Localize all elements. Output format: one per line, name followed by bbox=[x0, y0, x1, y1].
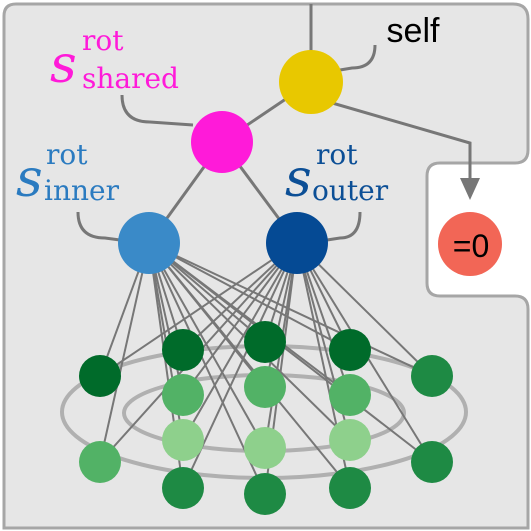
fan-edge bbox=[182, 242, 298, 396]
inner-node bbox=[118, 212, 180, 274]
fan-edge bbox=[148, 242, 433, 463]
svg-text:s: s bbox=[50, 35, 77, 95]
svg-text:rot: rot bbox=[316, 138, 358, 171]
leader-inner bbox=[76, 211, 121, 242]
leaf-node bbox=[162, 419, 204, 461]
svg-text:inner: inner bbox=[44, 174, 120, 207]
svg-text:s: s bbox=[285, 149, 312, 209]
self-label: self bbox=[387, 12, 440, 50]
leaf-node bbox=[244, 473, 286, 515]
leader-self bbox=[339, 44, 377, 72]
leaf-node bbox=[411, 441, 453, 483]
outer-node bbox=[266, 212, 328, 274]
leaf-node bbox=[329, 419, 371, 461]
leaf-node bbox=[79, 441, 121, 483]
fan-edge bbox=[99, 242, 298, 377]
outer-label: s rot outer bbox=[285, 138, 389, 209]
leaf-node bbox=[162, 467, 204, 509]
shared-node bbox=[191, 111, 253, 173]
shared-label: s rot shared bbox=[50, 24, 179, 95]
zero-node bbox=[438, 212, 502, 276]
fan-edge bbox=[182, 242, 298, 441]
svg-text:s: s bbox=[16, 149, 43, 209]
svg-text:outer: outer bbox=[312, 174, 389, 207]
fan-edge bbox=[148, 242, 433, 377]
fan-edge bbox=[99, 242, 150, 463]
fan-edge bbox=[296, 242, 433, 377]
self-node bbox=[279, 50, 343, 114]
arrow-head bbox=[460, 178, 480, 200]
leaf-node bbox=[162, 374, 204, 416]
svg-text:rot: rot bbox=[82, 24, 124, 57]
leaf-node bbox=[329, 374, 371, 416]
leaf-node bbox=[79, 355, 121, 397]
leaf-node bbox=[162, 329, 204, 371]
fan-edge bbox=[148, 242, 351, 489]
leaf-node bbox=[244, 427, 286, 469]
leaf-node bbox=[329, 467, 371, 509]
leaf-nodes bbox=[79, 321, 453, 515]
leaf-node bbox=[411, 355, 453, 397]
svg-text:rot: rot bbox=[46, 138, 88, 171]
fan-edge bbox=[148, 242, 266, 449]
svg-text:shared: shared bbox=[82, 62, 179, 95]
leaf-node bbox=[244, 321, 286, 363]
inner-label: s rot inner bbox=[16, 138, 120, 209]
leaf-node bbox=[329, 329, 371, 371]
leaf-node bbox=[244, 366, 286, 408]
leader-outer bbox=[326, 211, 362, 242]
zero-label: =0 bbox=[453, 228, 489, 264]
leader-shared bbox=[120, 94, 194, 127]
